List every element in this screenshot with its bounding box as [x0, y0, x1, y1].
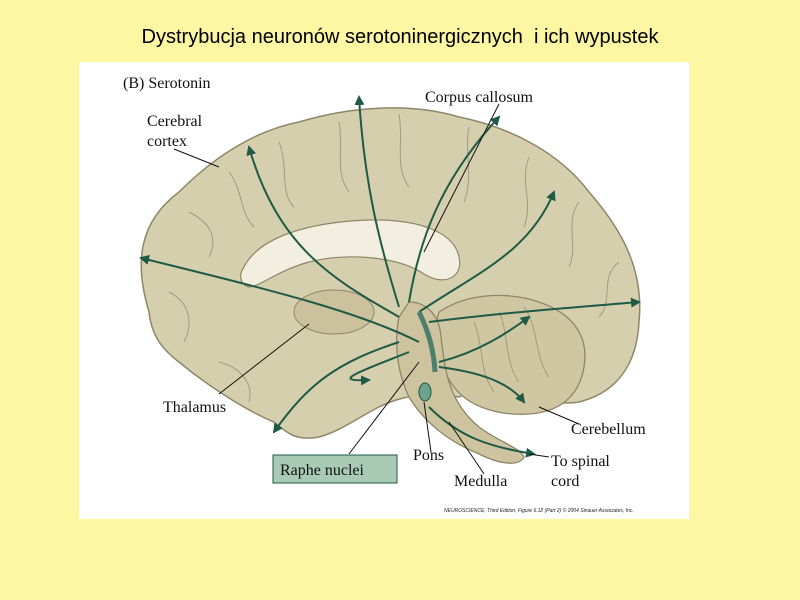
raphe-nuclei-box: Raphe nuclei: [272, 454, 398, 484]
panel-label: (B) Serotonin: [123, 75, 211, 92]
projection-basal: [272, 341, 400, 434]
gyri-texture: [168, 113, 620, 403]
leader-lines: [173, 103, 580, 475]
projection-temporal: [349, 351, 410, 386]
label-medulla: Medulla: [454, 473, 507, 490]
projection-spinal: [428, 406, 536, 458]
neuroscience-figure: (B) Serotonin Cerebral cortex Corpus cal…: [79, 62, 689, 519]
projection-cerebellum-1: [438, 315, 531, 363]
thalamus-shape: [293, 289, 375, 335]
label-cerebral: Cerebral: [147, 113, 203, 130]
projection-cortex-anterior: [139, 255, 420, 343]
label-pons: Pons: [413, 447, 444, 464]
cerebellum-shape: [435, 294, 586, 415]
label-raphe-nuclei: Raphe nuclei: [280, 462, 365, 479]
projection-cortex-superior: [354, 95, 400, 308]
projection-cortex-occipital: [428, 297, 641, 323]
brain-diagram: (B) Serotonin Cerebral cortex Corpus cal…: [123, 75, 646, 514]
label-cortex: cortex: [147, 133, 187, 150]
raphe-nuclei-markers: [416, 310, 438, 402]
projection-cortex-dorsal: [408, 115, 501, 303]
projection-cerebellum-2: [438, 366, 526, 404]
label-corpus-callosum: Corpus callosum: [425, 89, 534, 106]
projection-cortex-posterior: [418, 190, 556, 313]
slide-title: Dystrybucja neuronów serotoninergicznych…: [141, 26, 659, 48]
label-thalamus: Thalamus: [163, 399, 226, 416]
figure-credit: NEUROSCIENCE, Third Edition, Figure 6.12…: [444, 507, 634, 514]
label-cerebellum: Cerebellum: [571, 421, 646, 438]
label-to-spinal: To spinal: [551, 453, 610, 470]
label-cord: cord: [551, 473, 579, 490]
serotonin-projections: [139, 95, 641, 458]
projection-cortex-frontal: [246, 145, 400, 318]
